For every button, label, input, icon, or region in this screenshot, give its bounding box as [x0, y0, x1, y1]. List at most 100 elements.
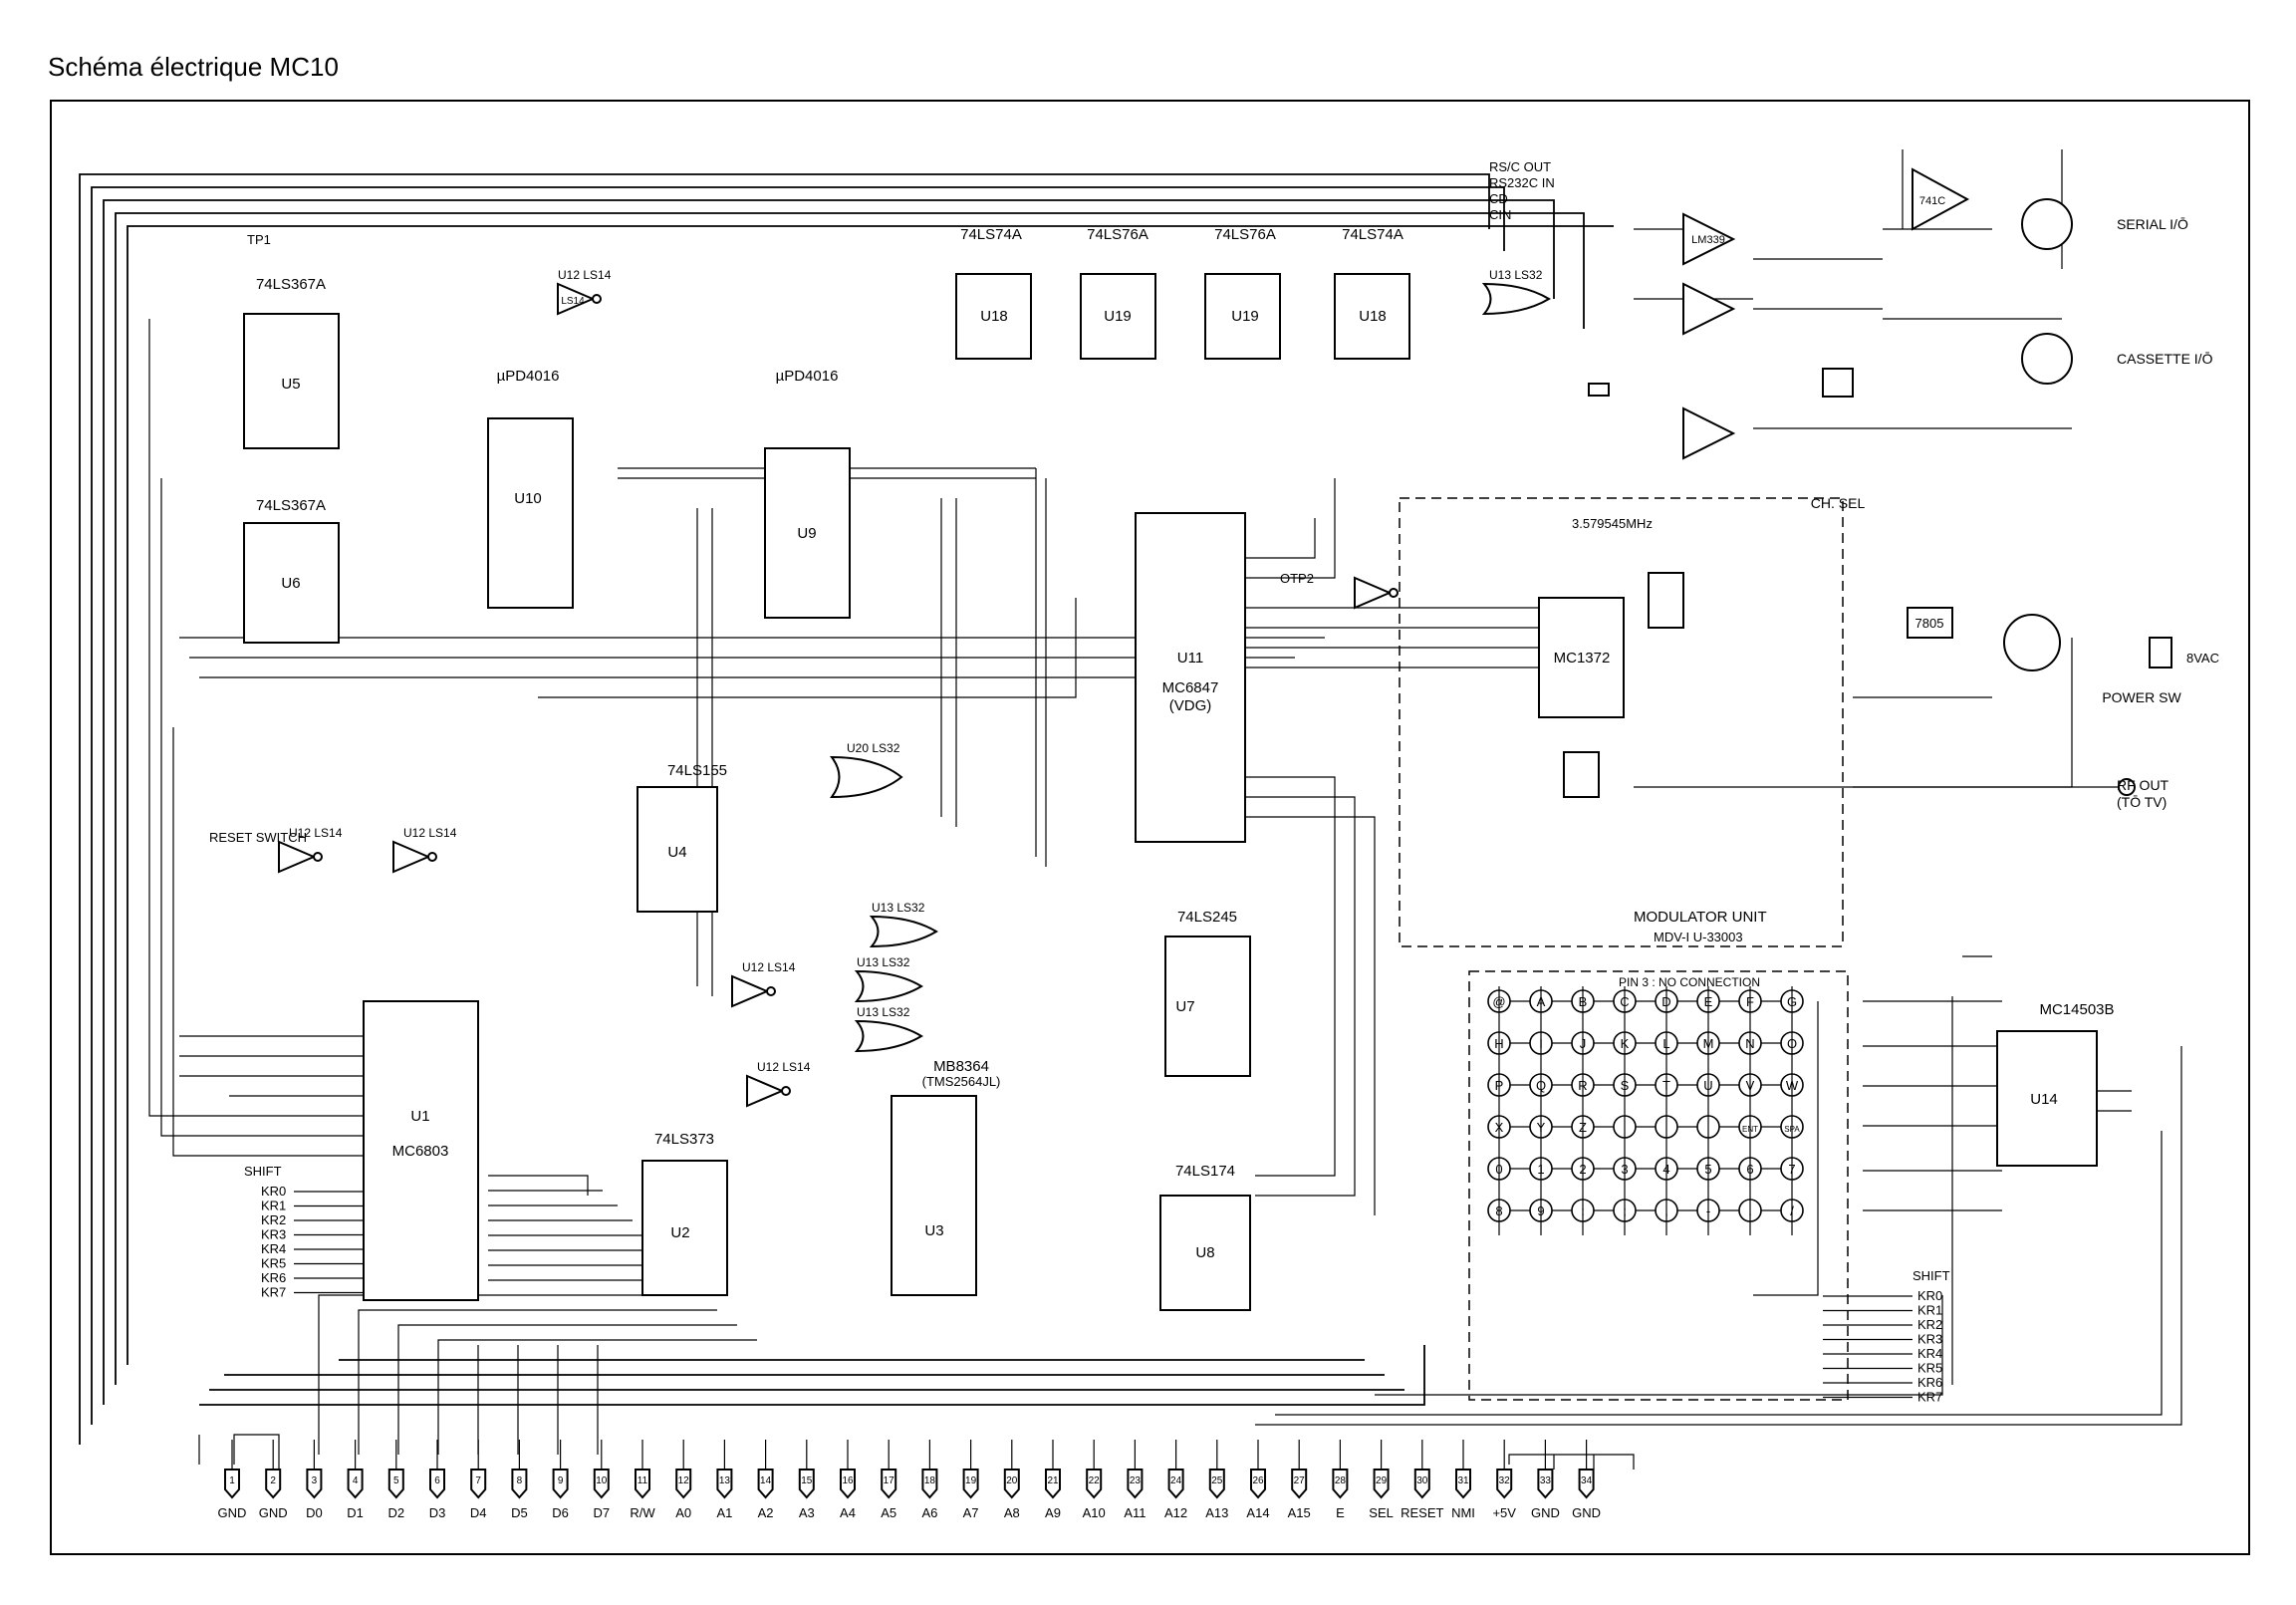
label-power-switch: POWER SW [2102, 689, 2181, 705]
connector-pin-label: A4 [840, 1505, 856, 1520]
connector-pin [1045, 1469, 1061, 1499]
chip-u10: µPD4016 U10 [487, 368, 574, 609]
kr-label-right: KR7 [1917, 1390, 1942, 1405]
kr-label-left: KR3 [261, 1227, 286, 1242]
connector-pin-label: D4 [470, 1505, 487, 1520]
connector-pin [552, 1469, 569, 1499]
label-pin3-note: PIN 3 : NO CONNECTION [1619, 975, 1760, 989]
svg-text:U11: U11 [1177, 650, 1203, 667]
edge-connector: 1GND2GND3D04D15D26D37D48D59D610D711R/W12… [218, 1440, 1601, 1520]
rf-out-connector [2118, 778, 2136, 796]
connector-pin-number: 3 [312, 1475, 318, 1486]
connector-pin [387, 1469, 404, 1499]
label-rf-out: RF OUT [2117, 777, 2169, 793]
svg-text:U9: U9 [797, 525, 816, 542]
chip-u7: 74LS245 U7 [1164, 909, 1251, 1077]
connector-pin [306, 1469, 323, 1499]
connector-pin-number: 20 [1006, 1475, 1018, 1486]
connector-pin [1332, 1469, 1349, 1499]
chip-u19-a: 74LS76A U19 [1080, 226, 1156, 360]
gate-label: U12 LS14 [289, 826, 343, 840]
chip-u3: MB8364 (TMS2564JL) U3 [891, 1058, 1000, 1296]
connector-pin-label: A11 [1124, 1505, 1146, 1520]
chip-mc1372: MC1372 [1538, 597, 1625, 718]
connector-pin [1127, 1469, 1144, 1499]
gate-u12-top: LS14 [557, 282, 602, 316]
svg-text:U2: U2 [670, 1224, 689, 1241]
connector-pin-label: A12 [1164, 1505, 1187, 1520]
connector-pin [224, 1469, 240, 1499]
connector-pin [921, 1469, 938, 1499]
connector-pin-label: D1 [347, 1505, 364, 1520]
serial-connector-j2 [2021, 198, 2073, 250]
label-shift-left: SHIFT [244, 1164, 282, 1179]
power-jack-j3 [2149, 637, 2172, 669]
chip-u11: U11 MC6847 (VDG) [1135, 512, 1246, 843]
gate-label: U12 LS14 [742, 960, 796, 974]
connector-pin-number: 17 [884, 1475, 895, 1486]
svg-text:74LS155: 74LS155 [667, 762, 727, 779]
svg-text:U3: U3 [924, 1222, 943, 1239]
connector-pin [1250, 1469, 1266, 1499]
connector-pin-label: A8 [1004, 1505, 1020, 1520]
svg-text:74LS245: 74LS245 [1177, 909, 1237, 926]
gate-label: U13 LS32 [857, 1005, 910, 1019]
gate-u20 [830, 755, 903, 799]
chip-u17: 7805 [1907, 607, 1953, 639]
gate-u12-low [746, 1074, 791, 1108]
svg-text:µPD4016: µPD4016 [776, 368, 839, 385]
kr-label-right: KR0 [1917, 1288, 1942, 1303]
label-otp2: OTP2 [1280, 571, 1314, 586]
comparator-u15-c [1682, 406, 1736, 460]
svg-text:MC1372: MC1372 [1554, 650, 1611, 667]
connector-pin-number: 25 [1211, 1475, 1223, 1486]
bridge-rectifier-d1 [2003, 614, 2061, 671]
connector-pin-number: 26 [1252, 1475, 1264, 1486]
transformer-t102 [1648, 572, 1684, 629]
connector-pin [1537, 1469, 1554, 1499]
connector-pin [675, 1469, 692, 1499]
connector-pin [1578, 1469, 1595, 1499]
connector-pin [470, 1469, 487, 1499]
connector-pin-number: 13 [719, 1475, 731, 1486]
kr-label-left: KR1 [261, 1199, 286, 1213]
svg-text:741C: 741C [1919, 195, 1945, 207]
svg-text:U4: U4 [667, 844, 686, 861]
svg-text:(VDG): (VDG) [1169, 697, 1212, 714]
svg-text:74LS76A: 74LS76A [1214, 226, 1276, 243]
kr-label-left: KR4 [261, 1241, 286, 1256]
comparator-u15-b [1682, 282, 1736, 336]
connector-pin [1208, 1469, 1225, 1499]
label-rf-out-tv: (TŌ TV) [2117, 794, 2167, 810]
connector-pin-label: GND [218, 1505, 247, 1520]
connector-pin [798, 1469, 815, 1499]
kr-label-right: KR4 [1917, 1346, 1942, 1361]
gate-label: U12 LS14 [558, 268, 612, 282]
chip-u5: 74LS367A U5 [243, 276, 340, 449]
connector-pin-number: 31 [1457, 1475, 1469, 1486]
label-serial-io: SERIAL I/Ō [2117, 216, 2188, 232]
svg-text:U5: U5 [281, 376, 300, 393]
connector-pin-label: RESET [1401, 1505, 1443, 1520]
kr-label-left: KR5 [261, 1256, 286, 1271]
svg-text:74LS367A: 74LS367A [256, 497, 326, 514]
connector-pin-number: 11 [638, 1475, 648, 1486]
svg-text:µPD4016: µPD4016 [497, 368, 560, 385]
connector-pin [511, 1469, 528, 1499]
label-modulator-unit: MODULATOR UNIT [1634, 909, 1767, 926]
modulator-unit-boundary [1399, 497, 1844, 947]
chip-u1: U1 MC6803 [363, 1000, 479, 1301]
signal-cd: CD [1489, 191, 1508, 206]
connector-pin-label: A13 [1205, 1505, 1228, 1520]
kr-label-right: KR2 [1917, 1317, 1942, 1332]
connector-pin-number: 24 [1170, 1475, 1182, 1486]
svg-text:MB8364: MB8364 [933, 1058, 989, 1075]
connector-pin [1455, 1469, 1471, 1499]
connector-pin-number: 30 [1416, 1475, 1428, 1486]
gate-u12-reset-a [278, 840, 323, 874]
kr-label-right: KR6 [1917, 1375, 1942, 1390]
connector-pin-number: 15 [801, 1475, 813, 1486]
connector-pin [593, 1469, 610, 1499]
